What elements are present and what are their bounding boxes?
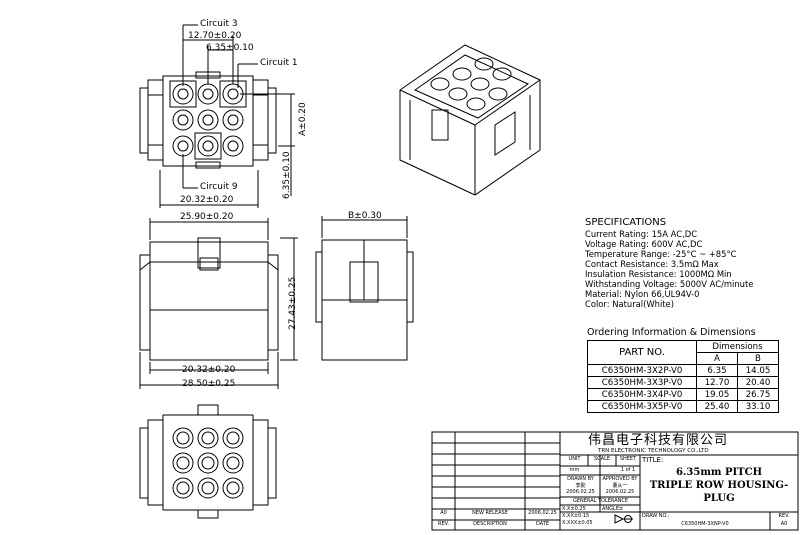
drawn-date: 2006.02.25 bbox=[566, 489, 595, 495]
spec-line: Temperature Range: -25°C ~ +85°C bbox=[585, 249, 737, 259]
dim-pitch-6-35: 6.35±0.10 bbox=[206, 43, 254, 53]
isometric-view bbox=[399, 44, 541, 196]
b-cell: 33.10 bbox=[737, 400, 779, 413]
b-cell: 20.40 bbox=[737, 376, 779, 389]
a-cell: 25.40 bbox=[696, 400, 738, 413]
rev-value: A0 bbox=[780, 521, 788, 527]
table-row: C6350HM-3X5P-V0 25.40 33.10 bbox=[587, 400, 779, 413]
dim-vertical-6-35: 6.35±0.10 bbox=[282, 151, 292, 199]
spec-line: Contact Resistance: 3.5mΩ Max bbox=[585, 259, 719, 269]
circuit-grid bbox=[169, 80, 247, 160]
tolerance-3: X.XXX±0.05 bbox=[562, 520, 593, 526]
drawing-title-line1: 6.35mm PITCH bbox=[675, 467, 763, 478]
spec-line: Current Rating: 15A AC,DC bbox=[585, 229, 698, 239]
specifications-title: SPECIFICATIONS bbox=[585, 217, 667, 228]
spec-line: Insulation Resistance: 1000MΩ Min bbox=[585, 269, 732, 279]
part-cell: C6350HM-3X2P-V0 bbox=[587, 364, 697, 377]
dim-front-bottom-outer: 28.50±0.25 bbox=[182, 379, 236, 389]
sheet-value: 1 of 1 bbox=[620, 467, 636, 473]
unit-value: mm bbox=[569, 467, 580, 473]
col-b-header: B bbox=[737, 352, 779, 365]
b-cell: 14.05 bbox=[737, 364, 779, 377]
rev-row-description: NEW RELEASE bbox=[472, 510, 508, 516]
circuit3-label: Circuit 3 bbox=[200, 19, 238, 29]
dim-front-height: 27.43±0.25 bbox=[288, 276, 298, 330]
unit-label: UNIT bbox=[568, 456, 581, 462]
bottom-view bbox=[139, 404, 277, 519]
company-name-cn: 伟昌电子科技有限公司 bbox=[588, 433, 729, 448]
side-view bbox=[315, 216, 414, 361]
sheet-label: SHEET bbox=[619, 456, 637, 462]
spec-line: Withstanding Voltage: 5000V AC/minute bbox=[585, 279, 754, 289]
part-no-header: PART NO. bbox=[587, 340, 697, 365]
front-view bbox=[139, 218, 298, 389]
a-cell: 12.70 bbox=[696, 376, 738, 389]
dimensions-header: Dimensions bbox=[696, 340, 779, 353]
draw-no-value: C6350HM-3XNP-V0 bbox=[681, 521, 729, 527]
dim-front-bottom-inner: 20.32±0.20 bbox=[182, 365, 236, 375]
part-cell: C6350HM-3X3P-V0 bbox=[587, 376, 697, 389]
dim-front-top-width: 25.90±0.20 bbox=[180, 212, 234, 222]
drawn-by-label: DRAWN BY bbox=[567, 476, 594, 482]
dim-pitch-12-70: 12.70±0.20 bbox=[188, 31, 242, 41]
title-label: TITLE: bbox=[642, 456, 664, 464]
table-row: C6350HM-3X4P-V0 19.05 26.75 bbox=[587, 388, 779, 401]
top-view bbox=[139, 24, 295, 208]
drawing-title-line3: PLUG bbox=[703, 493, 735, 504]
circuit9-label: Circuit 9 bbox=[200, 182, 238, 192]
angle-label: ANGLE± bbox=[602, 506, 624, 512]
tolerance-1: X.X±0.25 bbox=[562, 506, 586, 512]
rev-row-date: 2006.02.25 bbox=[528, 510, 557, 516]
title-block-frame bbox=[431, 431, 799, 531]
company-name-en: TRN ELECTRONIC TECHNOLOGY CO.,LTD bbox=[598, 448, 709, 454]
approved-date: 2006.02.25 bbox=[605, 489, 635, 495]
spec-line: Material: Nylon 66,UL94V-0 bbox=[585, 289, 700, 299]
dim-A-label: A±0.20 bbox=[298, 102, 308, 136]
table-row: C6350HM-3X2P-V0 6.35 14.05 bbox=[587, 364, 779, 377]
general-tolerance-label: GENERAL TOLERANCE bbox=[572, 498, 629, 504]
rev-header: REV. bbox=[438, 521, 449, 527]
circuit1-label: Circuit 1 bbox=[260, 58, 298, 68]
part-cell: C6350HM-3X5P-V0 bbox=[587, 400, 697, 413]
a-cell: 6.35 bbox=[696, 364, 738, 377]
dim-top-width: 20.32±0.20 bbox=[180, 195, 234, 205]
spec-line: Color: Natural(White) bbox=[585, 299, 674, 309]
a-cell: 19.05 bbox=[696, 388, 738, 401]
approved-by-name: 董从一 bbox=[612, 483, 628, 489]
spec-line: Voltage Rating: 600V AC,DC bbox=[585, 239, 703, 249]
rev-label: REV. bbox=[778, 513, 790, 519]
table-row: C6350HM-3X3P-V0 12.70 20.40 bbox=[587, 376, 779, 389]
scale-label: SCALE bbox=[593, 456, 611, 462]
approved-by-label: APPROVED BY bbox=[602, 476, 638, 482]
tolerance-2: X.XX±0.15 bbox=[562, 513, 590, 519]
rev-row-rev: A0 bbox=[440, 510, 447, 516]
description-header: DESCRIPTION bbox=[473, 521, 507, 527]
dim-B-label: B±0.30 bbox=[348, 211, 382, 221]
ordering-title: Ordering Information & Dimensions bbox=[587, 327, 756, 338]
col-a-header: A bbox=[696, 352, 738, 365]
drawn-by-name: 李勤 bbox=[575, 483, 586, 489]
drawing-title-line2: TRIPLE ROW HOUSING- bbox=[649, 480, 789, 491]
part-cell: C6350HM-3X4P-V0 bbox=[587, 388, 697, 401]
draw-no-label: DRAW NO.: bbox=[642, 513, 670, 519]
ordering-table: PART NO. Dimensions A B C6350HM-3X2P-V0 … bbox=[587, 340, 779, 413]
date-header: DATE bbox=[535, 521, 549, 527]
b-cell: 26.75 bbox=[737, 388, 779, 401]
